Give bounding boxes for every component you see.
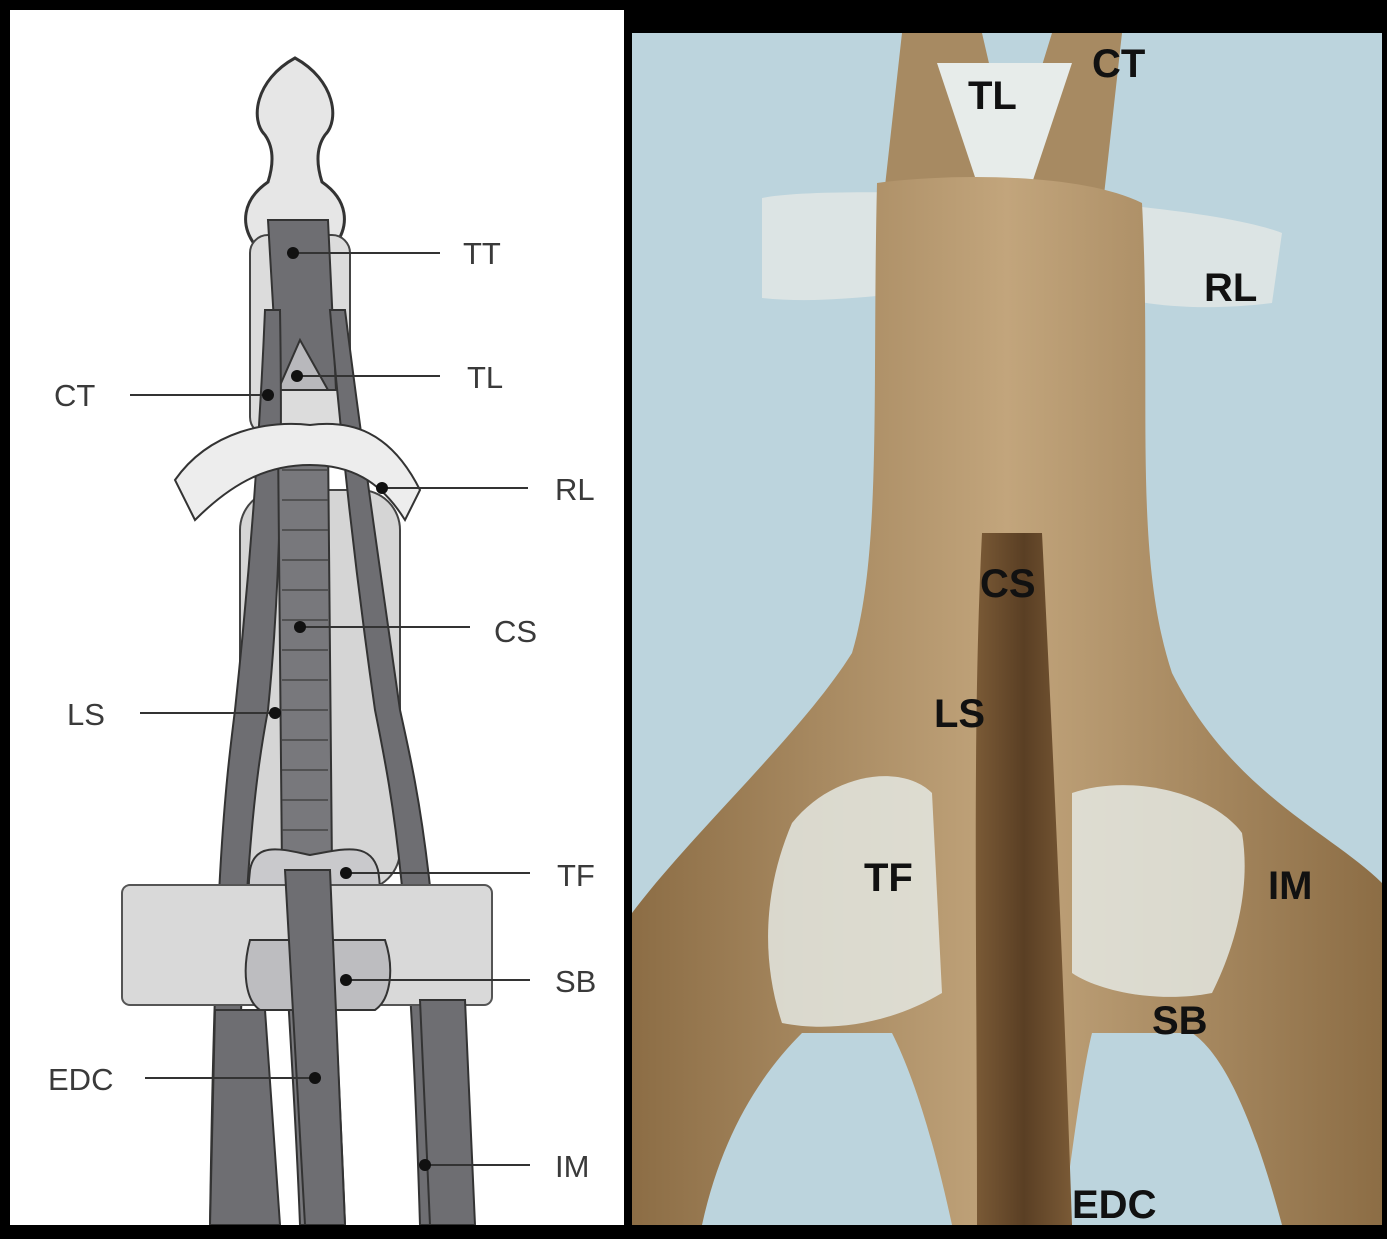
label-tf: TF	[557, 858, 595, 893]
schematic-drawing-panel: TT TL CT RL CS LS TF SB EDC IM	[10, 10, 624, 1225]
specimen-photo-panel: CT TL RL CS LS TF IM SB EDC	[632, 33, 1382, 1225]
label-tl: TL	[467, 360, 503, 395]
photo-label-cs: CS	[980, 562, 1036, 606]
lateral-muscle-left	[210, 1010, 280, 1225]
label-im: IM	[555, 1149, 589, 1184]
label-ct: CT	[54, 378, 95, 413]
label-tt: TT	[463, 236, 501, 271]
label-rl: RL	[555, 472, 595, 507]
schematic-drawing: TT TL CT RL CS LS TF SB EDC IM	[10, 10, 624, 1225]
photo-label-ls: LS	[934, 692, 985, 736]
photo-label-rl: RL	[1204, 266, 1257, 310]
label-ls: LS	[67, 697, 105, 732]
distal-phalanx-bone	[246, 58, 345, 245]
photo-right-hood-region	[1072, 785, 1245, 997]
photo-label-tf: TF	[864, 856, 913, 900]
photo-label-im: IM	[1268, 864, 1312, 908]
photo-label-tl: TL	[968, 74, 1017, 118]
photo-label-edc: EDC	[1072, 1183, 1156, 1225]
label-edc: EDC	[48, 1062, 113, 1097]
specimen-photo: CT TL RL CS LS TF IM SB EDC	[632, 33, 1382, 1225]
photo-label-sb: SB	[1152, 999, 1208, 1043]
photo-label-ct: CT	[1092, 42, 1145, 86]
label-sb: SB	[555, 964, 596, 999]
interosseous-muscle	[420, 1000, 475, 1225]
label-cs: CS	[494, 614, 537, 649]
